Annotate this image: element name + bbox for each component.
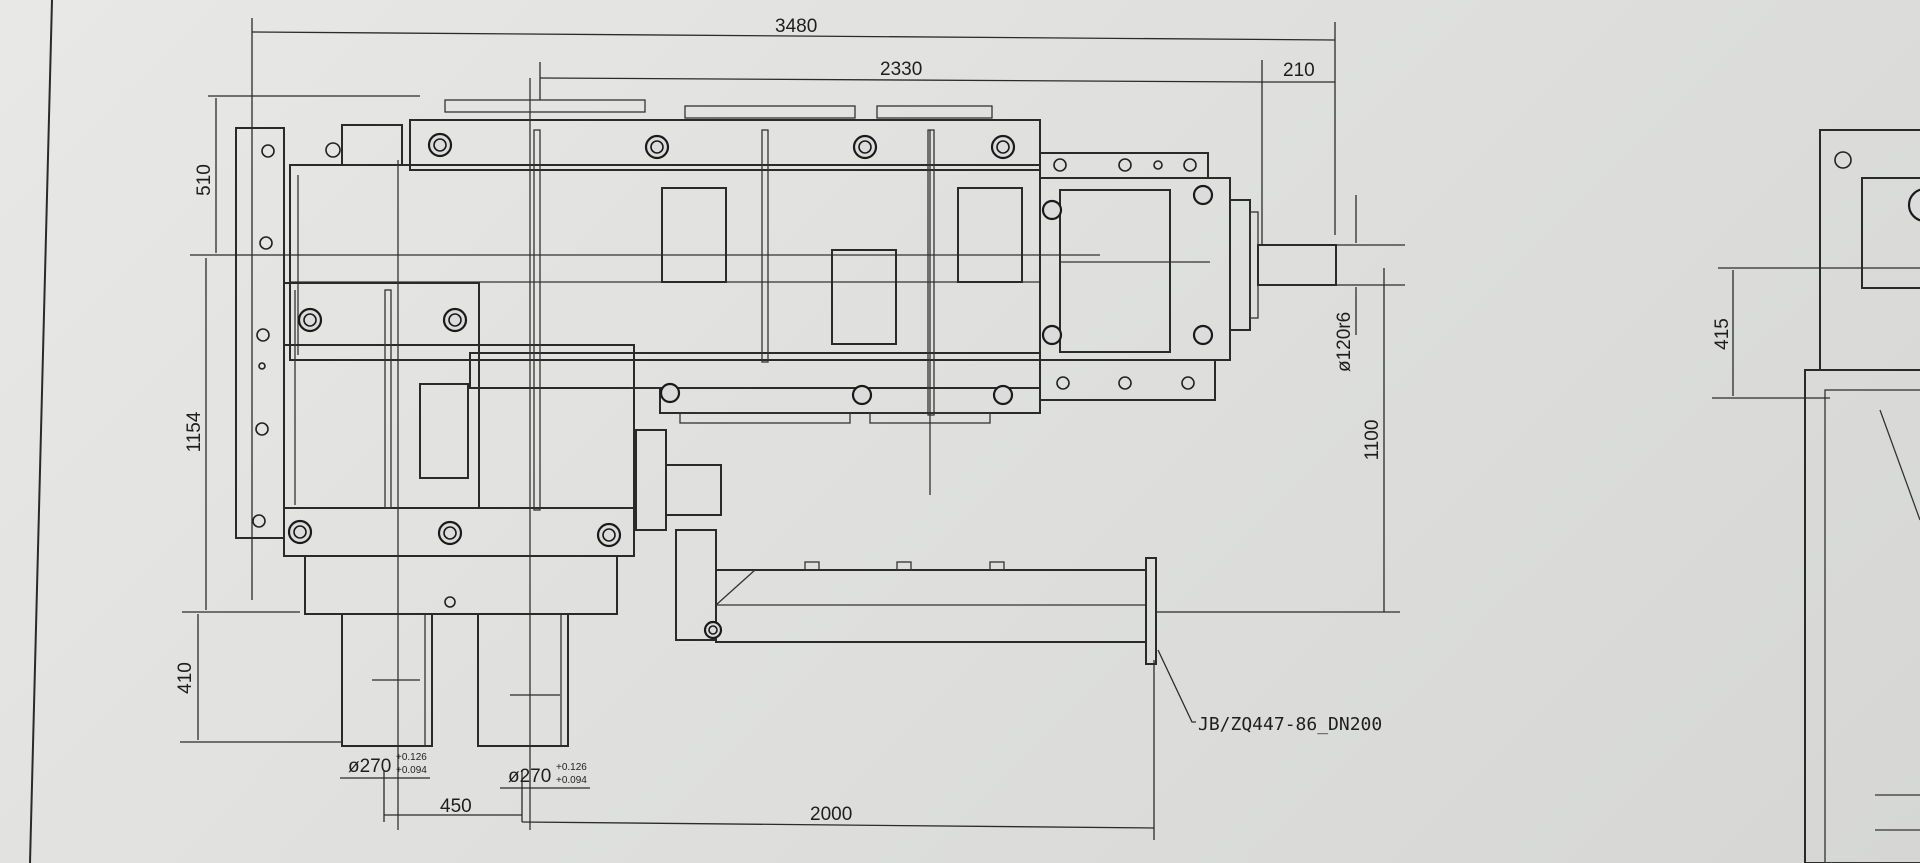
end-plate bbox=[235, 127, 285, 539]
input-shaft-left bbox=[341, 613, 433, 747]
inspection-cover bbox=[957, 187, 1023, 283]
dim-input-diameter-right: ø270 bbox=[508, 766, 551, 787]
dim-output-diameter: ø120r6 bbox=[1334, 312, 1355, 372]
tol-upper-right: +0.126 bbox=[556, 762, 587, 773]
inspection-cover bbox=[831, 249, 897, 345]
tol-lower-right: +0.094 bbox=[556, 775, 587, 786]
dim-lower-height: 1154 bbox=[184, 411, 205, 452]
bolt-pattern bbox=[287, 132, 1016, 548]
dim-shaft-height: 1100 bbox=[1362, 420, 1383, 461]
sheet-border bbox=[29, 0, 53, 863]
dim-shaft-span: 2330 bbox=[880, 59, 922, 80]
side-view: 415 bbox=[1712, 129, 1920, 863]
dim-overall-length: 3480 bbox=[775, 16, 817, 37]
inspection-cover bbox=[661, 187, 727, 283]
pipe-flange bbox=[1145, 557, 1157, 665]
dim-top-height: 510 bbox=[194, 164, 215, 196]
inspection-cover bbox=[419, 383, 469, 479]
dimensions: 3480 2330 210 510 1154 410 1100 ø120r6 bbox=[175, 16, 1405, 840]
dim-shaft-extension: 210 bbox=[1283, 60, 1315, 81]
dim-side-height: 415 bbox=[1712, 318, 1733, 350]
oil-pipe bbox=[715, 569, 1147, 643]
tol-upper-left: +0.126 bbox=[396, 752, 427, 763]
top-cover bbox=[409, 119, 1041, 171]
dim-input-diameter-left: ø270 bbox=[348, 756, 391, 777]
input-shaft-right bbox=[477, 613, 569, 747]
dim-pipe-distance: 2000 bbox=[810, 804, 852, 825]
output-shaft bbox=[1257, 244, 1337, 286]
dim-input-spacing: 450 bbox=[440, 796, 472, 817]
tol-lower-left: +0.094 bbox=[396, 765, 427, 776]
main-view bbox=[235, 78, 1337, 830]
note-flange-standard: JB/ZQ447-86_DN200 bbox=[1198, 714, 1382, 735]
dim-input-projection: 410 bbox=[175, 662, 196, 694]
base-block bbox=[304, 555, 618, 615]
